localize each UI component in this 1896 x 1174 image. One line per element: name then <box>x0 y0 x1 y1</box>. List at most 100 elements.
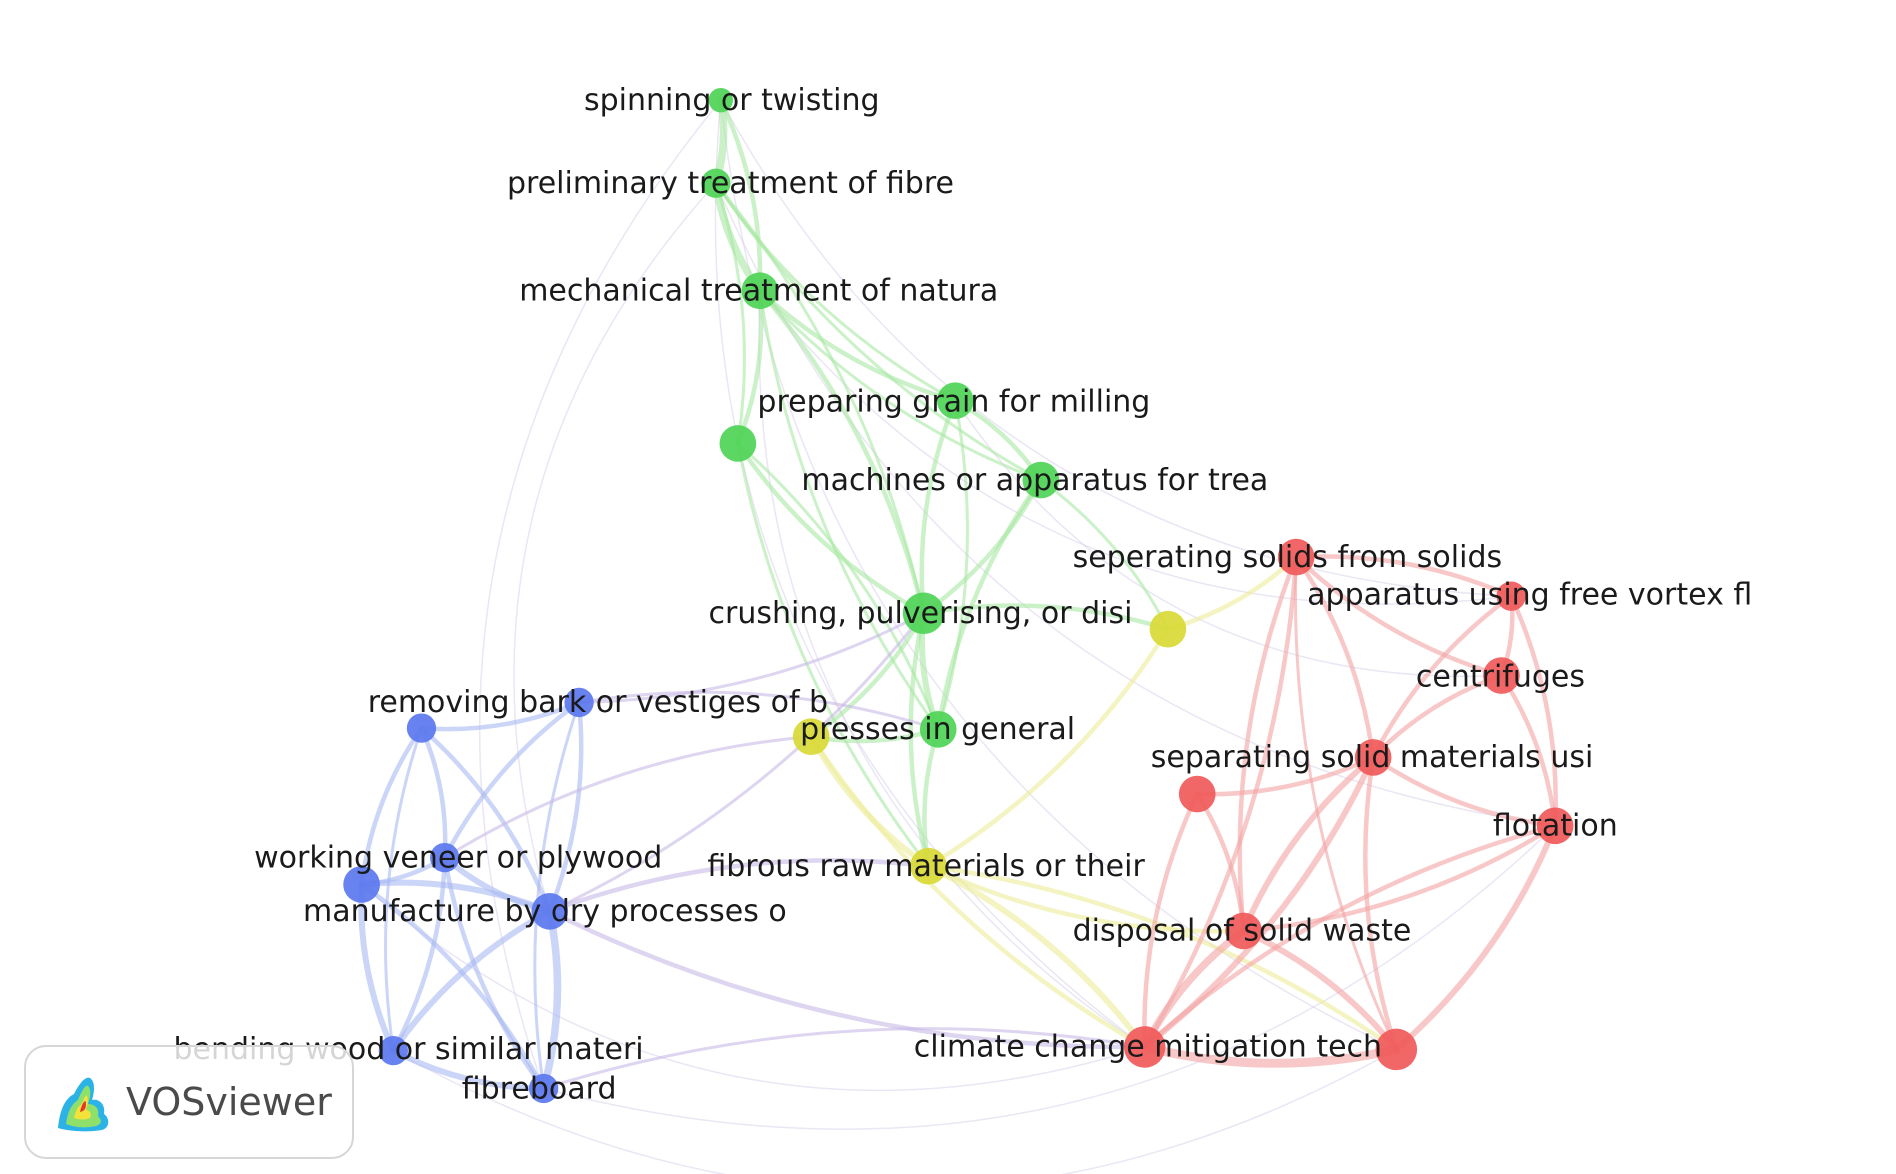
link-climate-red_unlabeled2 <box>1140 1042 1401 1068</box>
node-veneer[interactable] <box>430 842 460 873</box>
node-label-presses: presses in general <box>800 712 1075 747</box>
node-label-disposal: disposal of solid waste <box>1073 914 1412 949</box>
node-machines[interactable] <box>1022 461 1060 499</box>
node-vortex[interactable] <box>1496 581 1526 611</box>
brand-name: VOSviewer <box>126 1080 332 1124</box>
link-crushing-yellow_unlabeled <box>921 603 1171 632</box>
node-yellow_presses[interactable] <box>792 718 830 755</box>
node-presses[interactable] <box>919 711 957 748</box>
link-fibrous-climate <box>925 863 1148 1050</box>
node-label-bark: removing bark or vestiges of b <box>368 685 828 720</box>
link-blue_unlabeled-bending <box>384 726 423 1053</box>
node-disposal[interactable] <box>1225 912 1262 950</box>
link-sep_materials-flotation <box>1370 755 1558 829</box>
node-grain[interactable] <box>937 382 974 420</box>
node-label-fibreboard: fibreboard <box>462 1071 617 1106</box>
link-grain-crushing <box>919 398 958 616</box>
node-label-prelim: preliminary treatment of fibre <box>507 166 954 201</box>
link-disposal-red_unlabeled2 <box>1240 927 1400 1053</box>
labels-layer: spinning or twisting preliminary treatmen… <box>173 83 1752 1106</box>
node-centrifuges[interactable] <box>1483 657 1520 694</box>
background-link <box>714 100 1146 1048</box>
link-flotation-red_unlabeled2 <box>1393 822 1559 1053</box>
node-label-sep_materials: separating solid materials usi <box>1151 740 1594 775</box>
link-green_unlabeled-fibrous <box>736 441 930 868</box>
node-sep_solids[interactable] <box>1277 538 1315 576</box>
link-bark-dry <box>547 700 584 914</box>
link-spinning-mechanical <box>718 97 763 294</box>
background-link <box>758 290 1146 1048</box>
node-flotation[interactable] <box>1536 807 1574 845</box>
node-prelim[interactable] <box>701 168 731 198</box>
link-fibrous-red_unlabeled2 <box>926 863 1399 1052</box>
link-veneer-yellow_presses <box>443 735 813 860</box>
background-link <box>393 1048 1397 1174</box>
link-dry-bending <box>390 908 553 1054</box>
link-blue_unlabeled-veneer <box>419 725 448 860</box>
link-blue_big-dry <box>358 879 553 915</box>
link-blue_unlabeled-blue_big <box>359 725 424 887</box>
link-mechanical-grain <box>757 288 958 403</box>
link-sep_solids-red_unlabeled2 <box>1293 555 1398 1051</box>
link-dry-crushing <box>548 611 926 913</box>
node-bending[interactable] <box>378 1035 409 1066</box>
node-label-vortex: apparatus using free vortex fl <box>1307 578 1752 613</box>
link-veneer-fibreboard <box>442 855 546 1091</box>
node-sep_materials[interactable] <box>1354 739 1392 776</box>
link-machines-presses <box>935 477 1044 732</box>
node-blue_unlabeled[interactable] <box>406 713 437 743</box>
link-machines-yellow_unlabeled <box>1039 478 1170 631</box>
node-label-spinning: spinning or twisting <box>584 83 880 118</box>
node-label-veneer: working veneer or plywood <box>254 840 662 875</box>
node-label-centrifuges: centrifuges <box>1416 660 1585 695</box>
node-label-flotation: flotation <box>1493 809 1618 844</box>
background-link <box>720 99 1512 597</box>
node-bark[interactable] <box>564 687 594 718</box>
link-bark-presses <box>577 690 940 731</box>
node-label-dry: manufacture by dry processes o <box>303 894 787 929</box>
link-dry-fibreboard <box>539 907 562 1093</box>
link-bark-crushing <box>577 611 926 704</box>
link-sep_solids-climate <box>1142 554 1299 1050</box>
node-blue_big[interactable] <box>343 866 380 903</box>
background-link <box>543 825 1556 1130</box>
node-climate[interactable] <box>1123 1026 1166 1068</box>
node-yellow_unlabeled[interactable] <box>1149 610 1187 648</box>
link-blue_unlabeled-dry <box>419 725 552 914</box>
node-spinning[interactable] <box>708 87 733 113</box>
links-layer <box>358 96 1559 1174</box>
brand-badge: VOSviewer <box>24 1045 354 1159</box>
link-mechanical-presses <box>758 289 940 731</box>
background-link <box>479 99 722 1089</box>
link-sep_materials-disposal <box>1240 754 1377 934</box>
link-yellow_unlabeled-fibrous <box>926 626 1171 869</box>
link-vortex-flotation <box>1508 593 1558 829</box>
node-fibreboard[interactable] <box>528 1073 559 1104</box>
node-label-grain: preparing grain for milling <box>757 385 1150 420</box>
node-label-fibrous: fibrous raw materials or their <box>707 849 1145 884</box>
node-dry[interactable] <box>531 893 569 930</box>
link-bending-fibreboard <box>390 1047 547 1092</box>
link-mechanical-machines <box>758 289 1043 482</box>
link-prelim-crushing <box>714 181 926 615</box>
link-red_unlabeled-climate <box>1142 791 1200 1050</box>
link-prelim-green_unlabeled <box>714 181 746 445</box>
link-green_unlabeled-crushing <box>735 441 926 616</box>
link-grain-presses <box>936 399 969 731</box>
link-sep_solids-centrifuges <box>1293 554 1504 678</box>
node-crushing[interactable] <box>902 592 945 635</box>
node-mechanical[interactable] <box>741 272 779 310</box>
link-centrifuges-flotation <box>1499 673 1558 829</box>
node-red_unlabeled2[interactable] <box>1375 1028 1418 1071</box>
node-red_unlabeled[interactable] <box>1178 775 1216 813</box>
node-green_unlabeled[interactable] <box>719 425 757 462</box>
node-label-sep_solids: seperating solids from solids <box>1073 540 1503 575</box>
link-sep_solids-disposal <box>1237 554 1299 934</box>
nodes-layer <box>343 87 1574 1104</box>
link-bark-veneer <box>442 700 582 860</box>
link-crushing-fibrous <box>908 611 931 869</box>
node-fibrous[interactable] <box>910 847 947 885</box>
background-link <box>513 182 717 912</box>
background-link <box>361 883 1145 1092</box>
